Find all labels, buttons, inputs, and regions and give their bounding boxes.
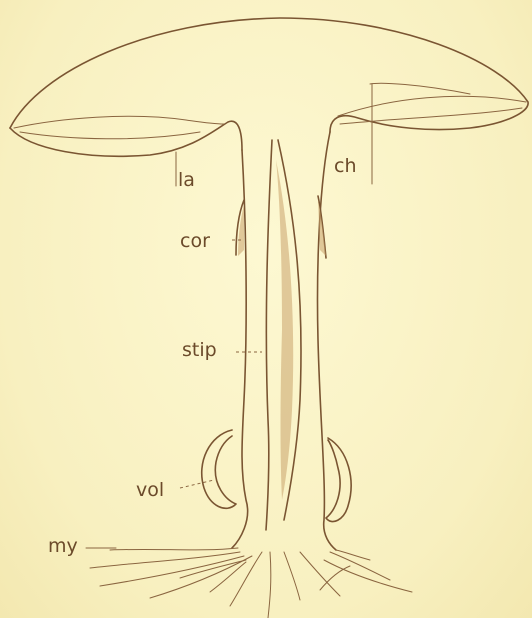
label-vol: vol [136, 479, 164, 501]
stipe-left-edge [232, 150, 248, 548]
gill-line-right [338, 96, 526, 116]
volva-right [326, 438, 351, 522]
annulus-left-shade [238, 205, 244, 256]
label-la: la [178, 169, 195, 191]
label-my: my [48, 535, 78, 557]
vol-leader [180, 480, 214, 488]
mycelium-line-1 [110, 548, 238, 550]
gill-line-left-2 [20, 132, 200, 139]
mycelium-line-11 [336, 550, 370, 560]
stipe-right-edge [318, 132, 337, 550]
label-ch: ch [334, 155, 357, 177]
stipe-inner-cavity [266, 140, 272, 530]
mycelium-line-7 [284, 552, 300, 600]
volva-left [202, 430, 236, 508]
label-stip: stip [182, 339, 217, 361]
mycelium-line-13 [320, 566, 350, 590]
mycelium-line-2 [90, 552, 240, 568]
gill-line-left [14, 116, 224, 128]
label-cor: cor [180, 230, 210, 252]
cap-curve-right [370, 83, 470, 94]
mycelium-line-6 [268, 552, 271, 618]
gill-line-right-2 [340, 108, 522, 124]
mycelium-line-10 [324, 560, 412, 592]
cap-outline [10, 18, 528, 132]
